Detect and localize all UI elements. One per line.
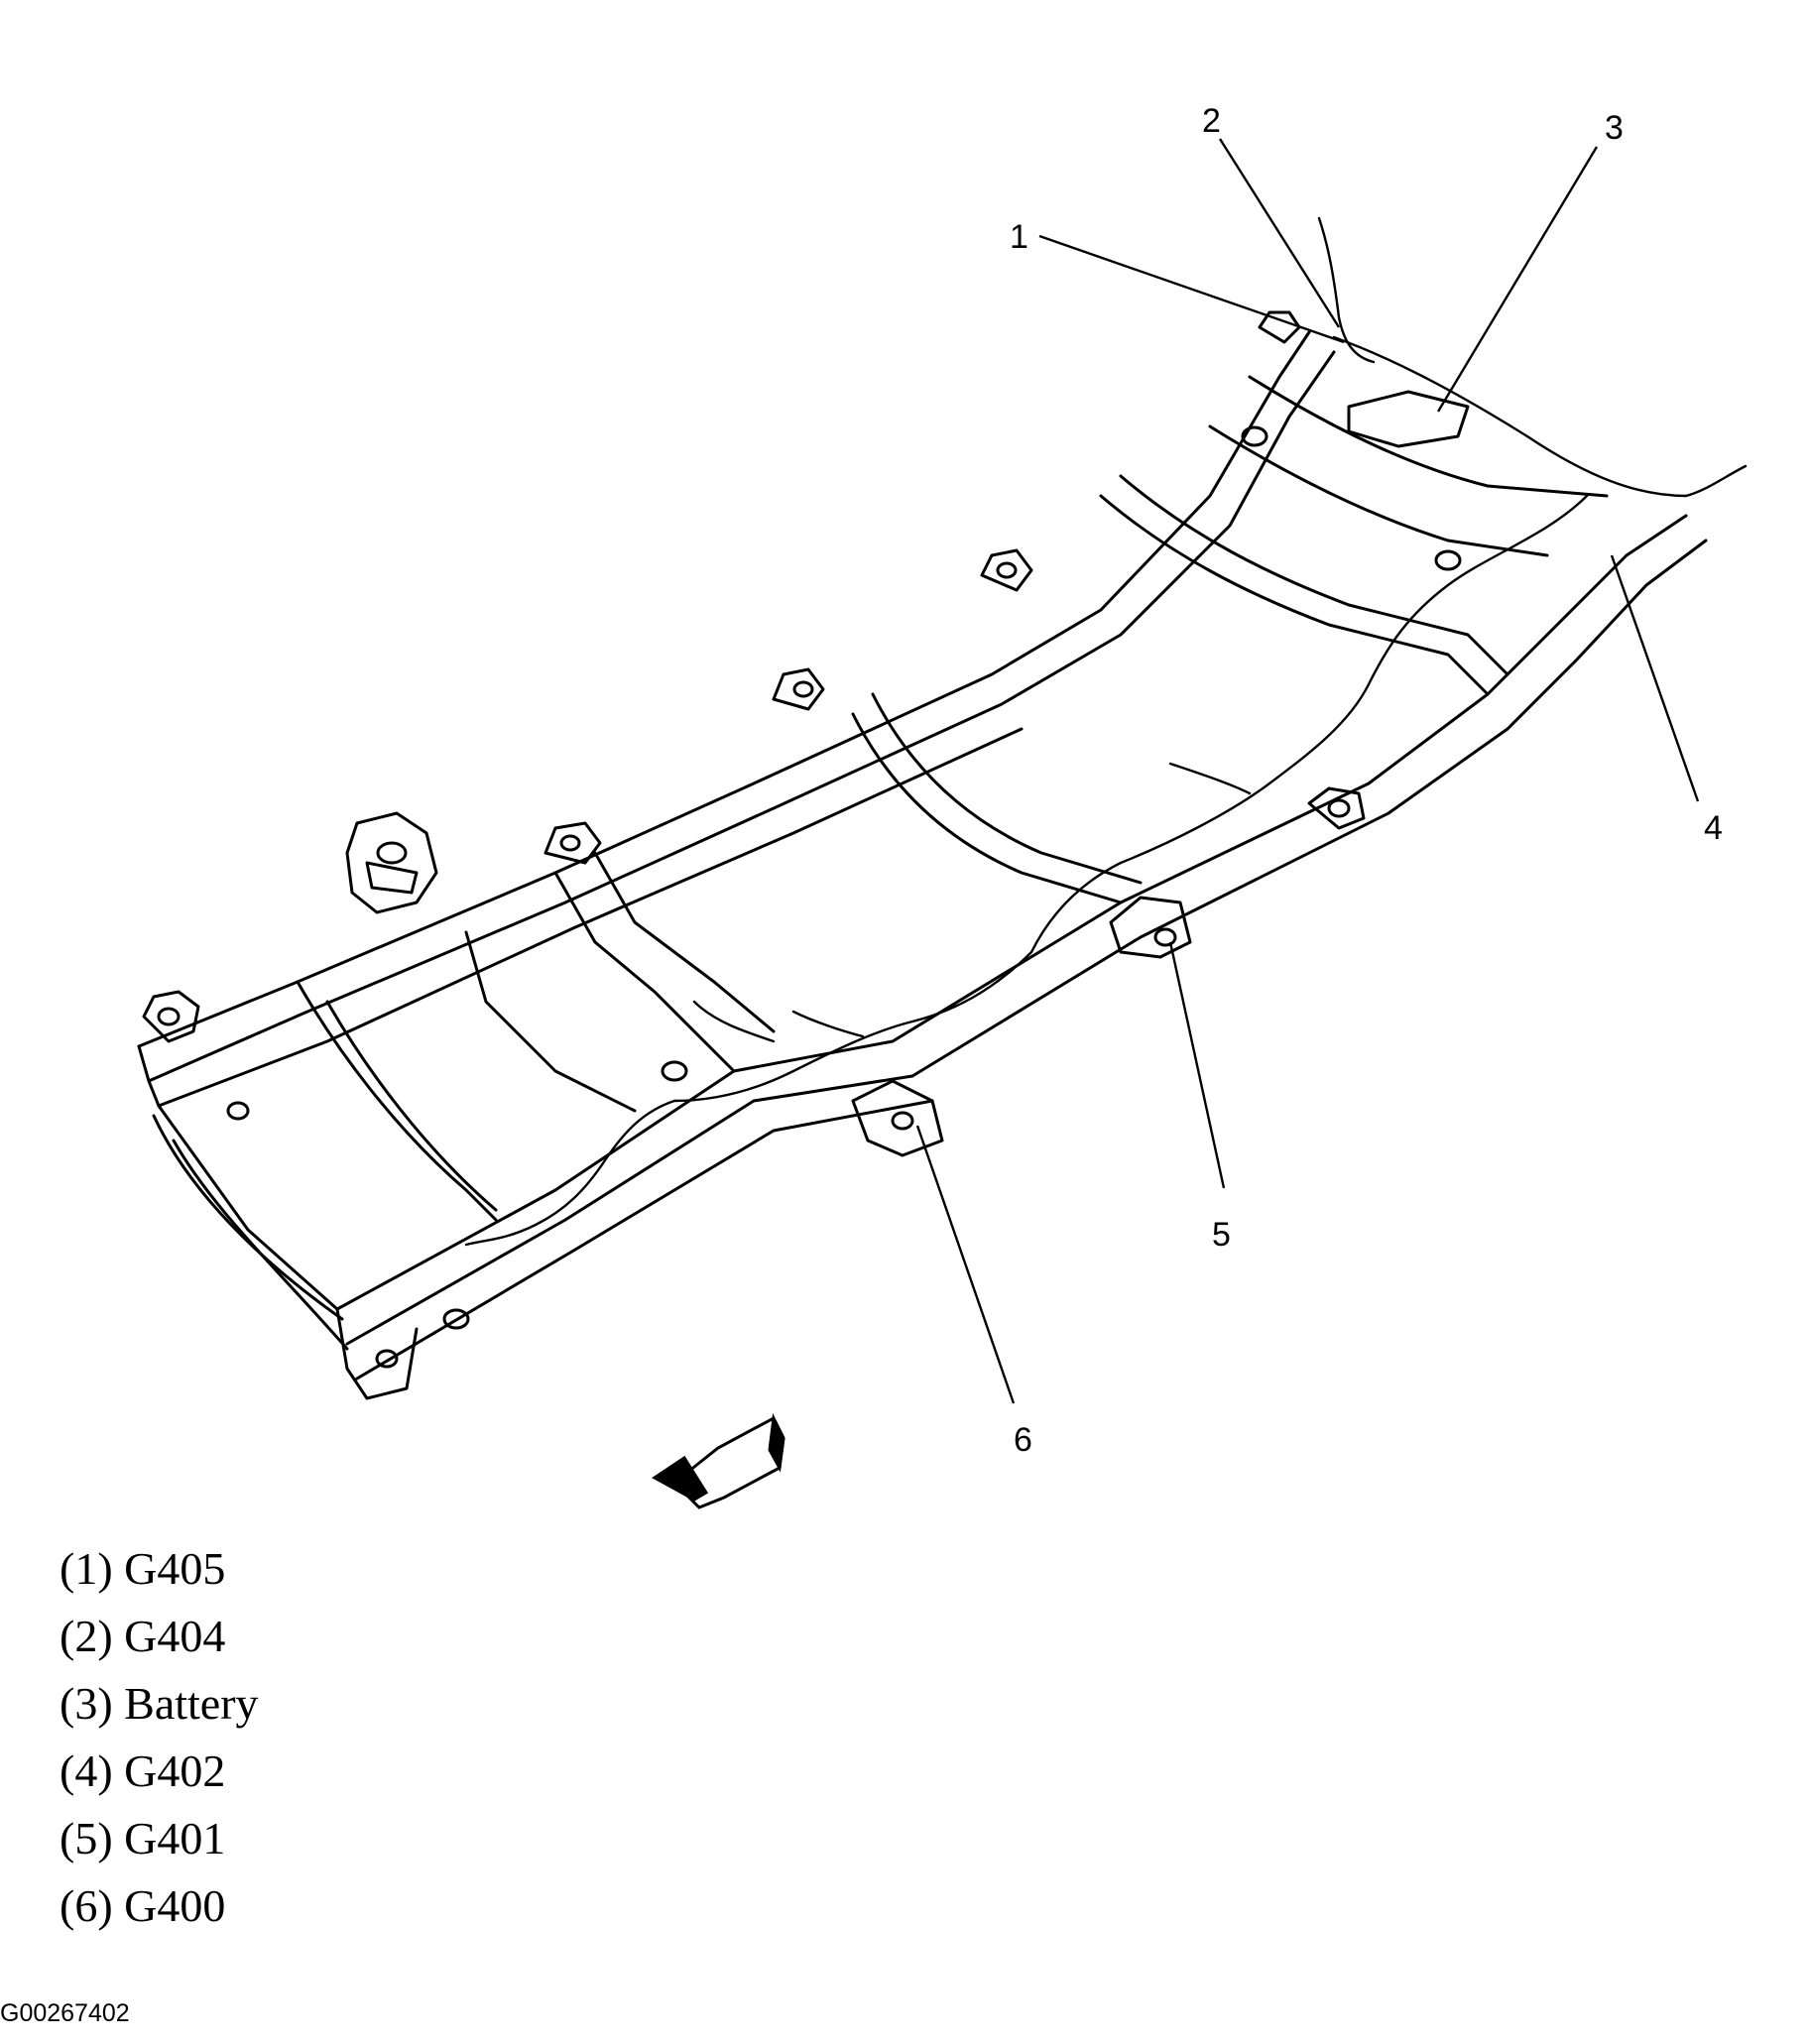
mounting-holes [157,425,1462,1369]
legend-item: (4) G402 [60,1745,226,1796]
legend-item: (1) G405 [60,1543,226,1594]
callout-number-2: 2 [1202,102,1221,140]
callout-number-4: 4 [1704,809,1723,847]
left-frame-rail [137,330,1336,1108]
front-crossmember [137,1044,419,1400]
leader-line-6 [915,1125,1016,1404]
battery-tray [1347,390,1470,448]
leader-line-1 [1038,234,1345,344]
right-frame-rail [335,514,1708,1381]
figure-id: G00267402 [0,1999,130,2027]
leader-line-5 [1168,941,1226,1189]
callout-legend: (1) G405 (2) G404 (3) Battery (4) G402 (… [60,1535,259,1940]
callout-number-6: 6 [1014,1421,1032,1459]
legend-item: (5) G401 [60,1813,226,1864]
body-mounts [142,310,1366,1157]
legend-item: (6) G400 [60,1880,226,1931]
leader-line-2 [1218,138,1341,328]
callout-leaders [915,138,1700,1404]
crossmembers [296,375,1609,1222]
leader-line-4 [1610,554,1700,802]
legend-item: (3) Battery [60,1678,259,1729]
legend-item: (2) G404 [60,1611,226,1661]
wiring-harness [464,216,1748,1247]
callout-number-1: 1 [1010,218,1028,256]
forward-direction-arrow-icon [652,1412,785,1509]
callout-number-5: 5 [1212,1216,1231,1254]
callout-number-3: 3 [1605,109,1624,147]
leader-line-3 [1436,146,1599,413]
